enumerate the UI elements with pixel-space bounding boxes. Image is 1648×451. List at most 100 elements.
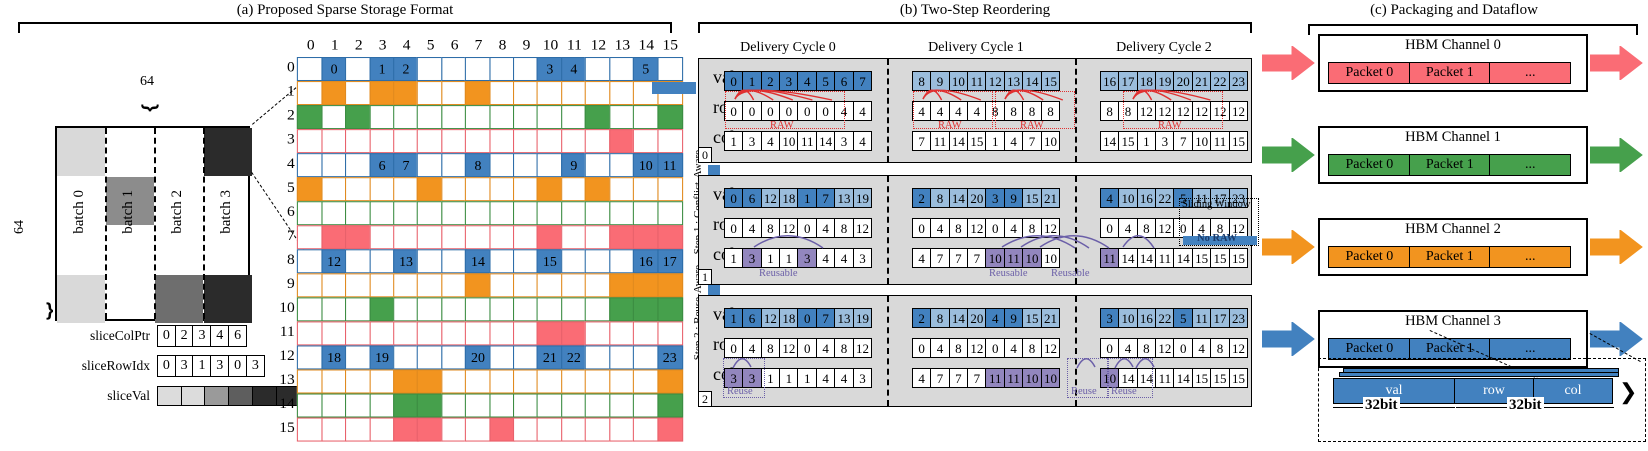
vector-cell: 19 (852, 308, 873, 328)
matrix-cell (417, 129, 443, 154)
matrix-col-header: 10 (542, 37, 559, 54)
reuse-label: Reuse (1071, 386, 1097, 397)
matrix-cell (656, 369, 683, 394)
vector-cell: 3 (742, 248, 762, 268)
vector-cell: 19 (1155, 71, 1175, 91)
overview-block-3 (204, 128, 252, 176)
panel-a-title: (a) Proposed Sparse Storage Format (236, 2, 454, 18)
matrix-row: 9 (287, 273, 683, 298)
vector-cell: 15 (1022, 188, 1042, 208)
sliding-window-label: Sliding Window (1182, 199, 1251, 210)
vector-cell: 8 (1040, 101, 1061, 121)
panel-c-title: (c) Packaging and Dataflow (1370, 2, 1538, 18)
matrix-row: 14 (279, 393, 683, 418)
vector-cell: 18 (1136, 71, 1157, 91)
vector-cell: 3 (742, 131, 762, 151)
matrix-cell (465, 321, 491, 346)
matrix-cell (417, 153, 443, 178)
matrix-cell (513, 129, 539, 154)
cycle-header-1: Delivery Cycle 1 (928, 40, 1024, 55)
matrix-cell (345, 321, 371, 346)
matrix-col-header: 13 (614, 37, 631, 54)
step-number: 2 (698, 391, 712, 407)
matrix-cell: 18 (321, 345, 347, 370)
matrix-cell: 21 (537, 345, 563, 370)
vector-cell: 12 (967, 218, 987, 238)
vector-cell: 20 (967, 188, 987, 208)
matrix-row: 2 (287, 105, 683, 130)
array-cell: 3 (245, 355, 265, 377)
matrix-cell (584, 177, 611, 202)
batch-divider-1 (154, 128, 156, 319)
matrix-cell (608, 201, 635, 226)
matrix-cell (393, 393, 419, 418)
matrix-col-header: 8 (498, 37, 507, 54)
matrix-cell (417, 321, 443, 346)
matrix-cell (537, 417, 563, 442)
matrix-cell (417, 297, 443, 322)
vector-cell: 13 (834, 308, 854, 328)
vector-cell: 4 (797, 71, 818, 91)
matrix-row-header: 11 (279, 323, 295, 341)
vector-cell: 15 (1228, 248, 1249, 268)
packet: Packet 0 (1328, 338, 1411, 360)
matrix-cell: 1 (369, 57, 395, 82)
matrix-cell (656, 105, 683, 130)
matrix-cell (513, 225, 539, 250)
array-cell: 4 (210, 325, 230, 347)
vector-cell: 4 (852, 101, 873, 121)
vector-cell: 1 (1136, 131, 1157, 151)
cycle-divider (887, 296, 889, 406)
vector-cell: 13 (1003, 71, 1024, 91)
vector-cell: 21 (1040, 188, 1061, 208)
matrix-cell (345, 249, 371, 274)
matrix-cell (321, 105, 347, 130)
dataflow-arrow (1590, 230, 1643, 264)
matrix-cell (441, 273, 467, 298)
matrix-cell (656, 57, 683, 82)
vector-cell: 15 (1228, 368, 1249, 388)
matrix-cell (393, 273, 419, 298)
matrix-cell (369, 273, 395, 298)
matrix-cell (465, 369, 491, 394)
vector-cell: 0 (723, 71, 744, 91)
vector-cell: 8 (834, 338, 854, 358)
packet: ... (1489, 338, 1572, 360)
raw-dependency-arrows (1004, 89, 1064, 101)
batch-label-0: batch 0 (71, 190, 87, 234)
panel-c-bracket (1308, 24, 1638, 35)
matrix-cell (417, 393, 443, 418)
matrix-row-header: 14 (279, 395, 295, 413)
matrix-cell (369, 129, 395, 154)
matrix-cell (321, 273, 347, 298)
matrix-cell (345, 129, 371, 154)
array-cell: 2 (174, 325, 194, 347)
matrix-cell (297, 129, 323, 154)
matrix-cell (297, 201, 323, 226)
matrix-cell (608, 249, 635, 274)
matrix-cell (345, 297, 371, 322)
matrix-cell (321, 225, 347, 250)
matrix-cell (513, 249, 539, 274)
vector-cell: 10 (1191, 131, 1212, 151)
matrix-cell: 3 (537, 57, 563, 82)
matrix-cell (513, 201, 539, 226)
matrix-col-header: 6 (450, 37, 459, 54)
matrix-cell (465, 129, 491, 154)
vector-cell: 8 (1022, 338, 1042, 358)
vector-cell: 15 (1210, 368, 1230, 388)
reuse-box (1107, 358, 1153, 398)
matrix-cell (465, 57, 491, 82)
matrix-cell (297, 225, 323, 250)
matrix-cell (393, 177, 419, 202)
matrix-cell (321, 417, 347, 442)
matrix-cell (632, 321, 659, 346)
